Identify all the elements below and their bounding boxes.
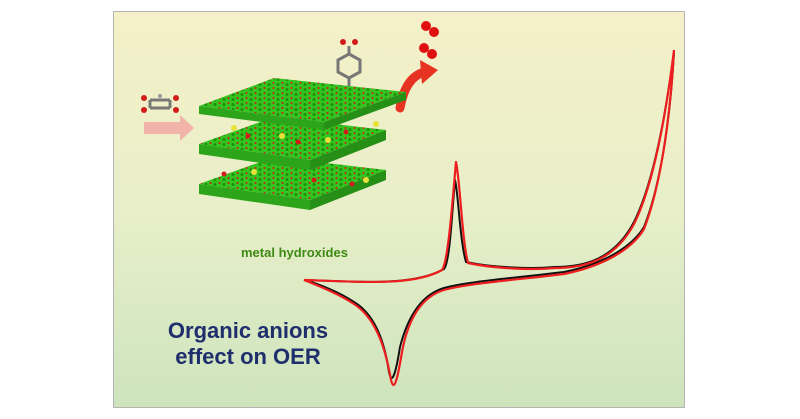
illustration <box>141 21 676 387</box>
cyclic-voltammogram <box>303 49 676 387</box>
oxygen-molecule <box>419 21 439 59</box>
organic-anion-molecule-top <box>336 39 362 93</box>
graphical-abstract-panel: metal hydroxides Organic anions effect o… <box>113 11 685 408</box>
release-arrow <box>395 60 438 113</box>
title-line-2: effect on OER <box>175 344 321 369</box>
page-title: Organic anions effect on OER <box>148 318 348 370</box>
cv-curve-red <box>303 49 676 387</box>
organic-anion-molecule-left <box>141 94 179 113</box>
layered-hydroxide-stack <box>199 78 406 210</box>
title-line-1: Organic anions <box>167 318 329 343</box>
metal-hydroxides-label: metal hydroxides <box>241 245 348 260</box>
insertion-arrow <box>144 115 194 141</box>
